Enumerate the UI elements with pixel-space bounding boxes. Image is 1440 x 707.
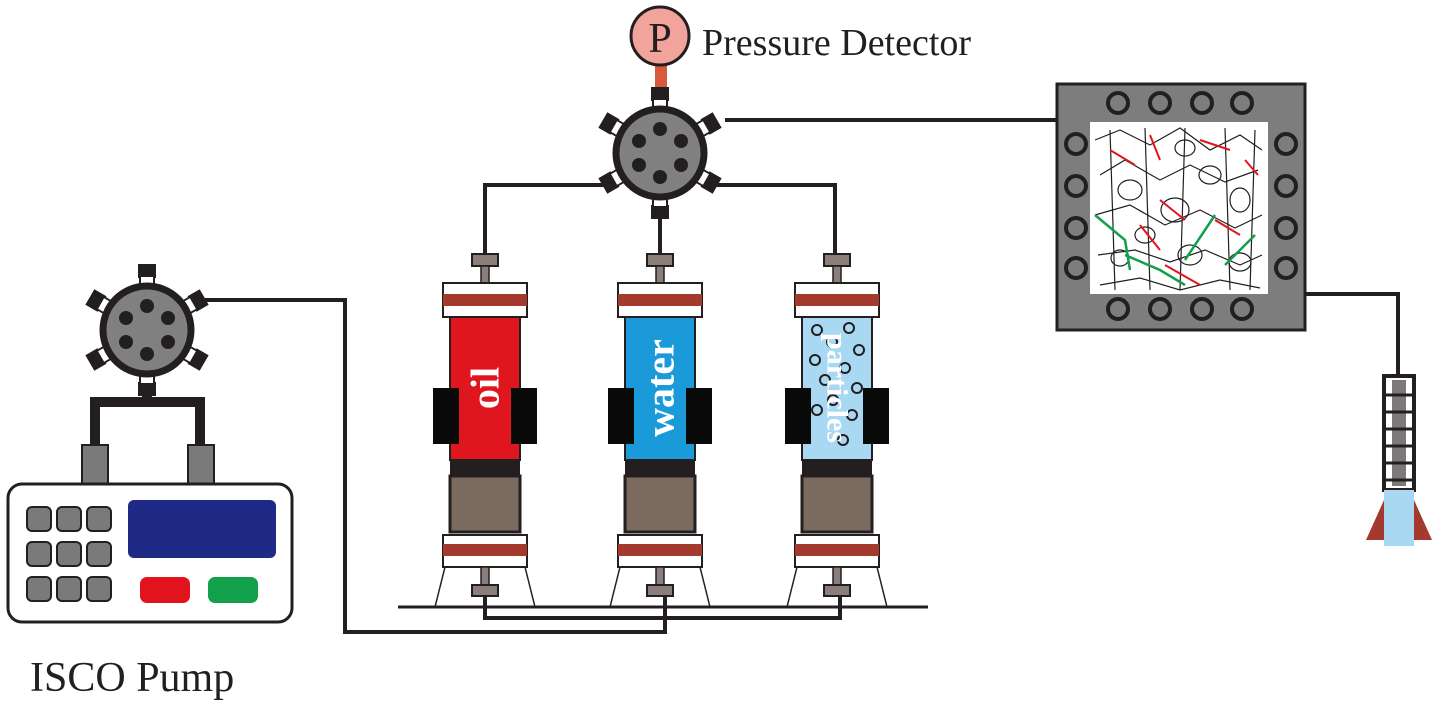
green-fractures (1094, 214, 1256, 287)
particle-dot (827, 394, 839, 406)
pressure-detector-label: Pressure Detector (702, 22, 971, 64)
micromodel-port (1274, 256, 1298, 280)
pump-label: ISCO Pump (30, 655, 234, 701)
micromodel-port (1064, 256, 1088, 280)
micromodel-port (1274, 132, 1298, 156)
particle-dot (839, 362, 851, 374)
particle-dot (843, 322, 855, 334)
particle-dot (819, 374, 831, 386)
pressure-gauge-icon: P (629, 5, 691, 91)
cylinder-water: water (608, 253, 712, 608)
pump-keypad (26, 506, 112, 602)
cylinder-label-water: water (638, 339, 683, 437)
micromodel-port (1148, 297, 1172, 321)
micromodel-port (1148, 91, 1172, 115)
micromodel-port (1064, 174, 1088, 198)
red-fractures (1109, 134, 1259, 286)
cylinder-label-particles: particles (821, 333, 854, 443)
micromodel-port (1106, 91, 1130, 115)
six-port-valve-icon (598, 87, 722, 219)
micromodel-port (1190, 297, 1214, 321)
particle-dot (853, 344, 865, 356)
pressure-symbol: P (648, 16, 671, 62)
cylinder-label-oil: oil (463, 367, 508, 409)
micromodel-port (1274, 216, 1298, 240)
pump-red-button (140, 577, 190, 603)
cylinders: oil water particles (433, 253, 889, 608)
micromodel-port (1064, 132, 1088, 156)
cylinder-particles: particles (785, 253, 889, 608)
micromodel-port (1190, 91, 1214, 115)
micromodel-port (1064, 216, 1088, 240)
particle-dot (846, 409, 858, 421)
particle-dot (811, 324, 823, 336)
particle-dot (809, 354, 821, 366)
isco-pump (6, 390, 294, 624)
micromodel-icon (1055, 82, 1307, 332)
collection-vessel-icon (1366, 374, 1432, 546)
pump-valve-icon (85, 264, 209, 396)
micromodel-port (1230, 297, 1254, 321)
particle-dot (811, 404, 823, 416)
micromodel-port (1106, 297, 1130, 321)
particle-dot (851, 382, 863, 394)
particle-dot (826, 336, 838, 348)
micromodel-port (1274, 174, 1298, 198)
cylinder-oil: oil (433, 253, 537, 608)
micromodel-port (1230, 91, 1254, 115)
pump-green-button (208, 577, 258, 603)
pump-screen (128, 500, 276, 558)
particle-dot (837, 434, 849, 446)
